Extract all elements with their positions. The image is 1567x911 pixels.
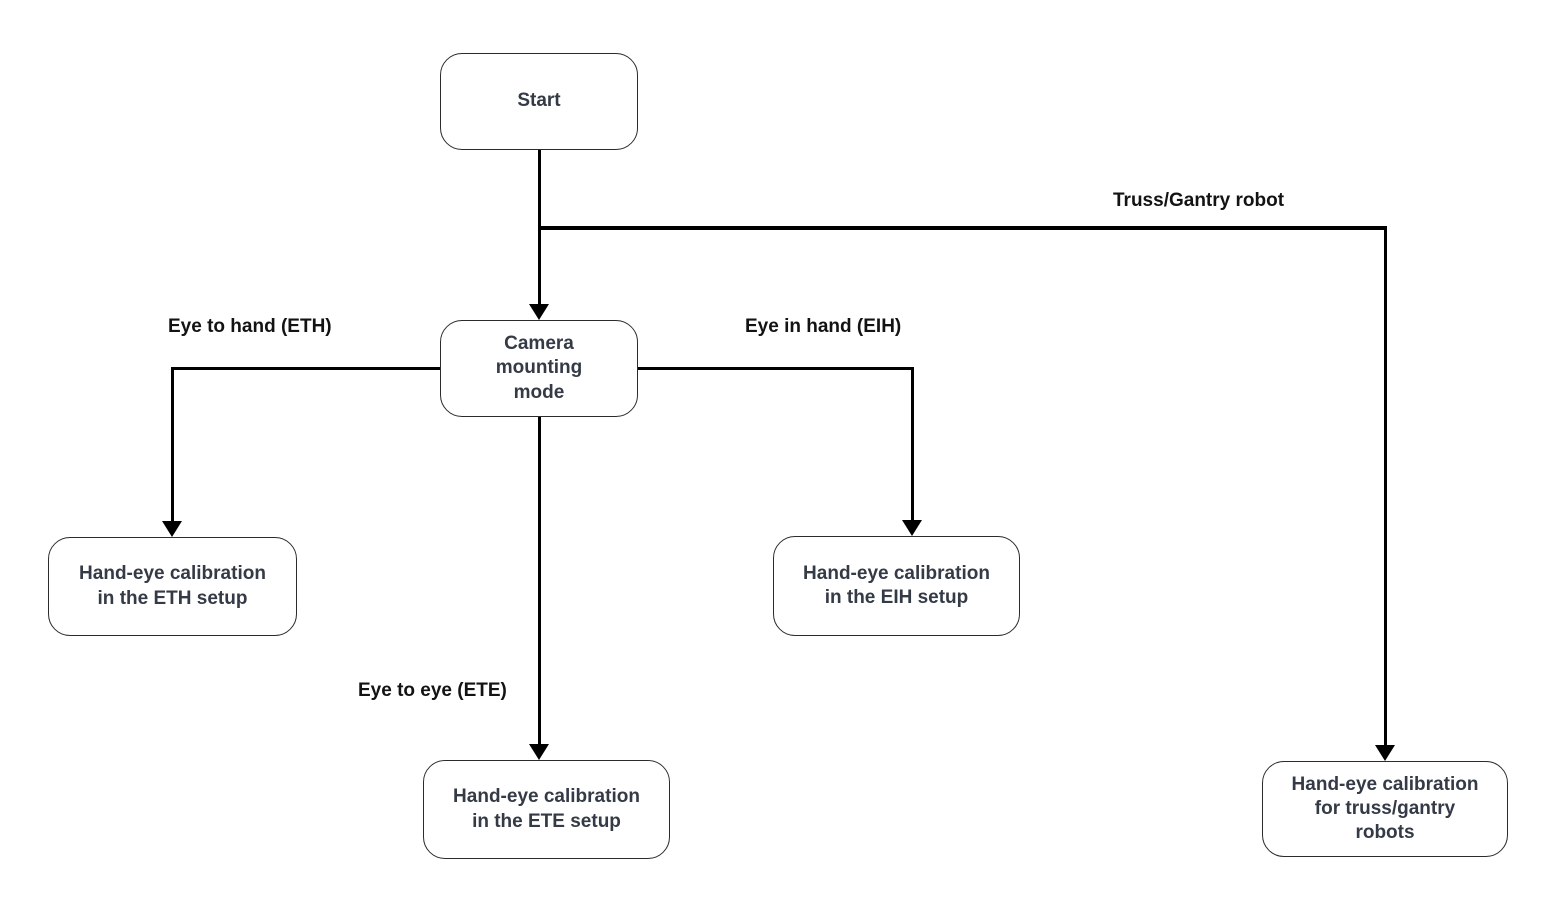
arrow-down-icon	[902, 520, 922, 536]
edge-camera-to-eth-horizontal-line	[171, 367, 440, 370]
edge-camera-to-eth-vertical-line	[171, 367, 174, 521]
node-camera-mounting-mode: Camera mounting mode	[440, 320, 638, 417]
edge-label-truss-gantry-robot: Truss/Gantry robot	[1113, 190, 1285, 211]
edge-start-to-truss-horizontal-line	[538, 226, 1387, 230]
node-start: Start	[440, 53, 638, 150]
arrow-down-icon	[529, 304, 549, 320]
edge-start-to-truss-vertical-line	[1384, 226, 1387, 745]
arrow-down-icon	[162, 521, 182, 537]
node-hand-eye-calibration-eth: Hand-eye calibration in the ETH setup	[48, 537, 297, 636]
edge-camera-to-ete-vertical-line	[538, 417, 541, 744]
arrow-down-icon	[1375, 745, 1395, 761]
edge-camera-to-eih-horizontal-line	[638, 367, 914, 370]
node-hand-eye-calibration-truss-gantry: Hand-eye calibration for truss/gantry ro…	[1262, 761, 1508, 857]
edge-camera-to-eih-vertical-line	[911, 367, 914, 520]
node-hand-eye-calibration-eih: Hand-eye calibration in the EIH setup	[773, 536, 1020, 636]
edge-label-eye-in-hand: Eye in hand (EIH)	[745, 316, 902, 337]
arrow-down-icon	[529, 744, 549, 760]
edge-label-eye-to-hand: Eye to hand (ETH)	[168, 316, 332, 337]
node-hand-eye-calibration-ete: Hand-eye calibration in the ETE setup	[423, 760, 670, 859]
edge-label-eye-to-eye: Eye to eye (ETE)	[358, 680, 507, 701]
